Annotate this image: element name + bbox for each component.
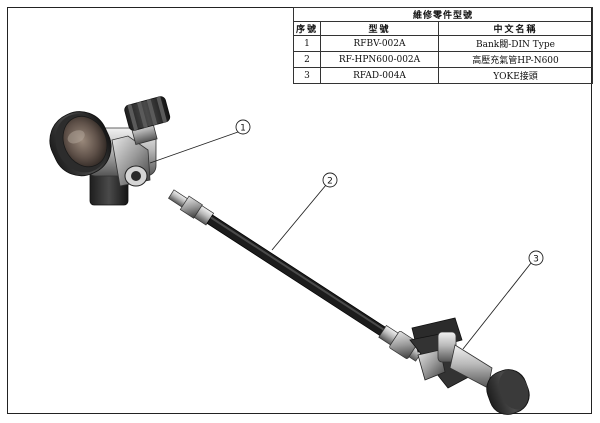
callout-3: 3 — [462, 250, 544, 350]
callout-1: 1 — [149, 119, 251, 164]
callout-number: 1 — [240, 124, 246, 134]
callout-number: 2 — [327, 177, 333, 187]
row-model: RFAD-004A — [320, 67, 439, 84]
part-yoke-adapter — [409, 317, 530, 415]
parts-table-header-row: 序號 型號 中文名稱 — [293, 21, 593, 36]
table-row: 2 RF-HPN600-002A 高壓充氣管HP-N600 — [293, 51, 593, 68]
part-bank-valve — [49, 96, 171, 206]
part-hp-hose — [168, 189, 424, 362]
callout-number: 3 — [533, 255, 539, 265]
parts-table: 維修零件型號 序號 型號 中文名稱 1 RFBV-002A Bank閥-DIN … — [293, 7, 593, 84]
callout-2: 2 — [271, 172, 338, 251]
table-row: 3 RFAD-004A YOKE接頭 — [293, 67, 593, 84]
row-seq: 3 — [293, 67, 321, 84]
row-name: YOKE接頭 — [438, 67, 593, 84]
